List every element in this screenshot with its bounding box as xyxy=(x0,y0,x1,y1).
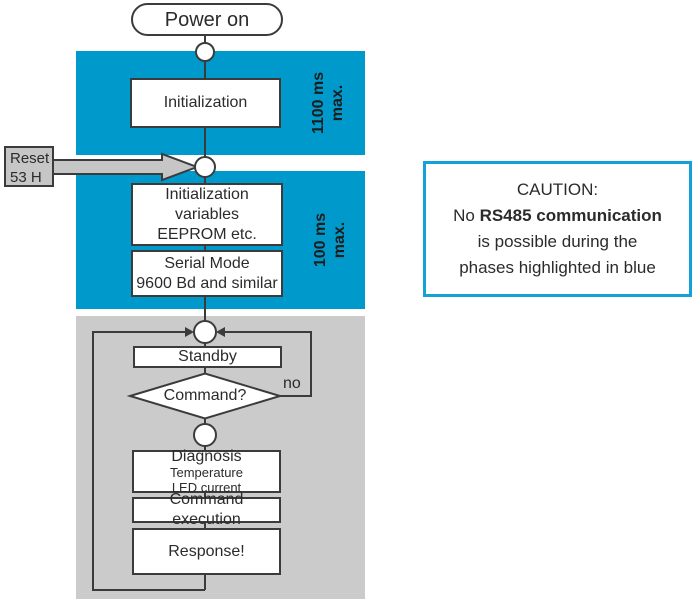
node-standby: Standby xyxy=(133,346,282,368)
caution-line2: No RS485 communication xyxy=(453,203,662,229)
node-power-on: Power on xyxy=(131,3,283,36)
decision-diamond-shape xyxy=(126,372,284,420)
decision-no-branch-text: no xyxy=(283,375,301,392)
node-serial-mode-line1: Serial Mode xyxy=(164,254,250,272)
node-serial-mode: Serial Mode 9600 Bd and similar xyxy=(131,250,283,297)
duration-label-1100ms: 1100 ms max. xyxy=(308,58,348,148)
loopback-no-path xyxy=(224,331,312,397)
duration-label-100ms-line2: max. xyxy=(331,221,348,259)
node-diagnosis-title: Diagnosis xyxy=(171,448,242,465)
duration-label-1100ms-line1: 1100 ms xyxy=(310,71,327,135)
node-diagnosis-line3: LED current xyxy=(171,480,242,495)
decision-no-branch-label: no xyxy=(283,375,301,393)
node-response: Response! xyxy=(132,528,281,575)
node-initialization: Initialization xyxy=(130,78,281,128)
node-initialization-variables-line1: Initialization xyxy=(165,185,249,203)
node-standby-label: Standby xyxy=(178,348,237,365)
caution-title-text: CAUTION: xyxy=(516,180,599,199)
reset-note-box: Reset 53 H xyxy=(4,146,54,187)
reset-note-line1: Reset xyxy=(10,150,50,167)
node-initialization-variables-line3: EEPROM etc. xyxy=(157,225,257,243)
caution-title: CAUTION: xyxy=(517,177,598,203)
node-initialization-label: Initialization xyxy=(163,94,248,111)
caution-line2-bold: RS485 communication xyxy=(479,206,662,225)
node-initialization-variables-line2: variables xyxy=(174,205,240,223)
junction-circle-2 xyxy=(194,156,216,178)
reset-block-arrow xyxy=(52,152,200,182)
connector-lines xyxy=(92,35,312,591)
reset-note-line2: 53 H xyxy=(10,169,42,186)
junction-circle-3 xyxy=(193,320,217,344)
node-command-execution: Command execution xyxy=(132,491,281,528)
node-serial-mode-line2: 9600 Bd and similar xyxy=(136,274,278,292)
caution-line4: phases highlighted in blue xyxy=(459,255,656,281)
node-response-label: Response! xyxy=(168,542,245,560)
node-diagnosis: Diagnosis Temperature LED current xyxy=(132,448,281,495)
decision-command-label: Command? xyxy=(140,387,270,405)
node-diagnosis-line2: Temperature xyxy=(170,465,243,480)
decision-command-text: Command? xyxy=(163,387,247,404)
node-power-on-label: Power on xyxy=(164,8,250,31)
caution-line2-prefix: No xyxy=(453,206,480,225)
node-command-execution-label: Command execution xyxy=(169,491,244,528)
junction-circle-1 xyxy=(195,42,215,62)
caution-box: CAUTION: No RS485 communication is possi… xyxy=(423,161,692,297)
arrowhead-right-into-junction3 xyxy=(216,327,225,337)
junction-circle-4 xyxy=(193,423,217,447)
arrowhead-left-into-junction3 xyxy=(185,327,194,337)
caution-line3-text: is possible during the xyxy=(477,232,638,251)
duration-label-100ms-line1: 100 ms xyxy=(312,212,329,268)
loopback-left-path xyxy=(92,331,205,591)
duration-label-1100ms-line2: max. xyxy=(329,84,346,122)
caution-line4-text: phases highlighted in blue xyxy=(459,258,656,277)
node-initialization-variables: Initialization variables EEPROM etc. xyxy=(131,183,283,246)
caution-line3: is possible during the xyxy=(478,229,638,255)
duration-label-100ms: 100 ms max. xyxy=(310,195,350,285)
